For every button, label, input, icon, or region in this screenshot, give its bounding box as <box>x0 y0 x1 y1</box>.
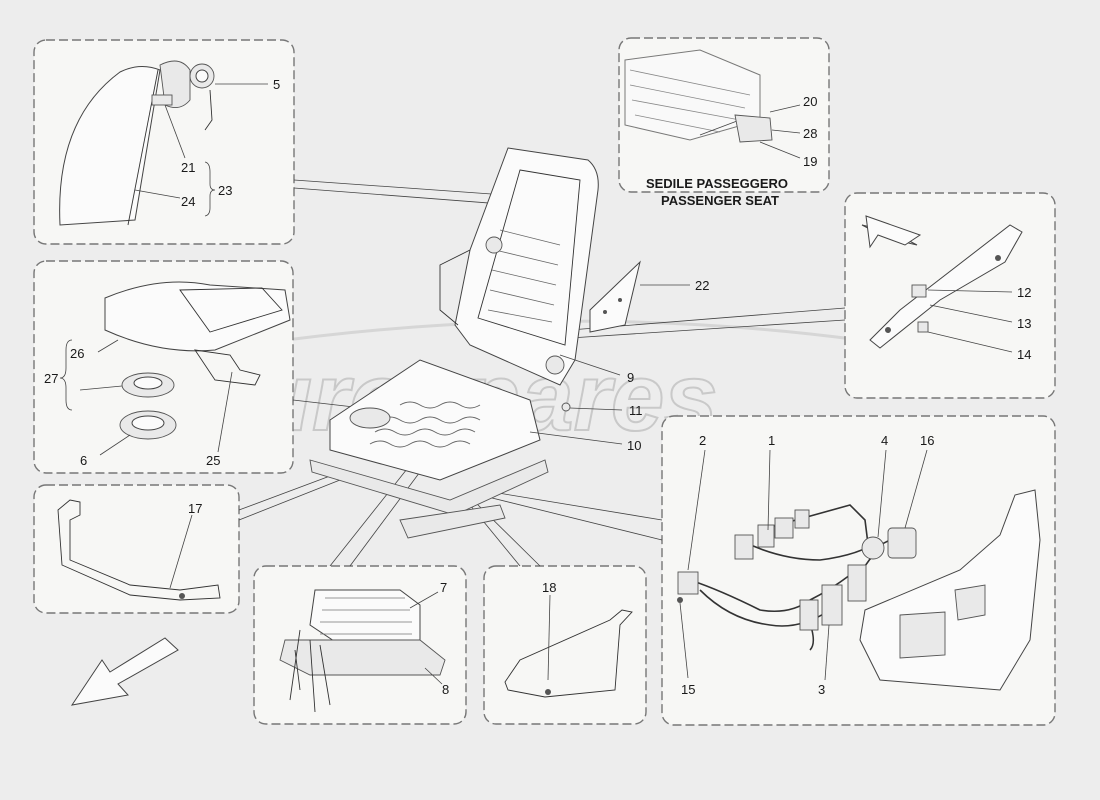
caption-passenger-en: PASSENGER SEAT <box>661 193 779 208</box>
panel-rod-18 <box>483 565 647 725</box>
seat-rails <box>309 459 549 516</box>
connector-1a <box>734 534 754 560</box>
label-2: 2 <box>699 433 706 448</box>
connector-3 <box>821 584 843 626</box>
module-7-8-group: 7 8 <box>279 580 449 713</box>
arrow-icon <box>865 215 922 249</box>
label-20: 20 <box>803 94 817 109</box>
label-19: 19 <box>803 154 817 169</box>
label-9: 9 <box>627 370 634 385</box>
label-7: 7 <box>440 580 447 595</box>
heater-fan-group: 26 27 6 25 <box>44 281 291 468</box>
label-16: 16 <box>920 433 934 448</box>
seat-assembly <box>309 147 599 539</box>
label-27: 27 <box>44 371 58 386</box>
rod-17-group: 17 <box>57 499 221 601</box>
label-25: 25 <box>206 453 220 468</box>
rod-18-group: 18 <box>504 580 633 698</box>
panel-rod-17 <box>33 484 240 614</box>
label-17: 17 <box>188 501 202 516</box>
front-direction-arrow-icon <box>70 637 179 706</box>
label-21: 21 <box>181 160 195 175</box>
module-tray <box>279 639 446 676</box>
label-1: 1 <box>768 433 775 448</box>
seat-heater-pad <box>104 281 291 352</box>
label-23: 23 <box>218 183 232 198</box>
headrest-group: 5 21 24 23 <box>59 60 280 226</box>
label-4: 4 <box>881 433 888 448</box>
label-11: 11 <box>629 403 643 418</box>
passenger-control-unit <box>734 114 773 143</box>
label-24: 24 <box>181 194 195 209</box>
seat-backrest-frame <box>454 147 599 386</box>
label-12: 12 <box>1017 285 1031 300</box>
headrest-cover <box>59 66 161 226</box>
seat-cushion-frame <box>329 359 541 481</box>
side-bracket-group: 12 13 14 <box>861 215 1031 362</box>
label-15: 15 <box>681 682 695 697</box>
switch-16 <box>887 527 917 559</box>
passenger-seat-group: 20 28 19 SEDILE PASSEGGERO PASSENGER SEA… <box>624 49 817 208</box>
label-14: 14 <box>1017 347 1031 362</box>
label-28: 28 <box>803 126 817 141</box>
label-8: 8 <box>442 682 449 697</box>
label-5: 5 <box>273 77 280 92</box>
switch-4 <box>861 536 885 560</box>
side-shield-22 <box>589 260 641 333</box>
label-6: 6 <box>80 453 87 468</box>
label-26: 26 <box>70 346 84 361</box>
wiring-harness-group: 1 2 3 4 15 16 <box>677 433 1041 697</box>
label-13: 13 <box>1017 316 1031 331</box>
label-10: 10 <box>627 438 641 453</box>
connector-2 <box>677 571 699 595</box>
caption-passenger-it: SEDILE PASSEGGERO <box>646 176 788 191</box>
label-3: 3 <box>818 682 825 697</box>
label-18: 18 <box>542 580 556 595</box>
label-22: 22 <box>695 278 709 293</box>
